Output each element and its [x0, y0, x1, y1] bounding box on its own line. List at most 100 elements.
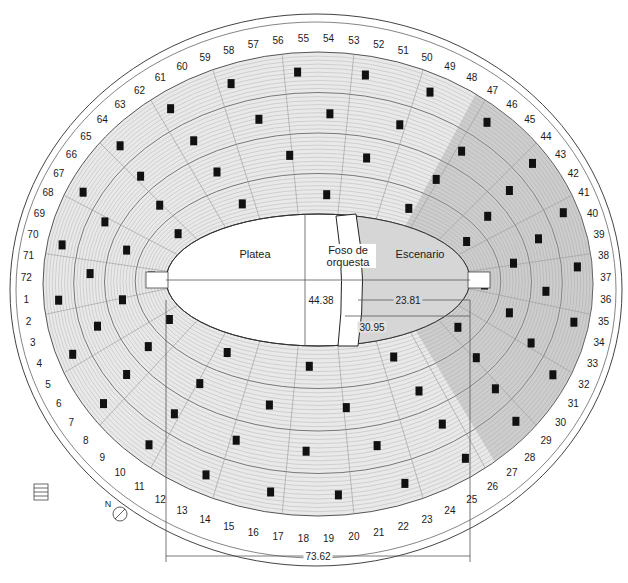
vomitorium: [463, 237, 470, 246]
radial-aisle: [100, 143, 198, 240]
gate-number: 11: [134, 481, 144, 492]
vomitorium: [401, 479, 408, 488]
vomitorium: [405, 204, 412, 213]
vomitorium: [529, 159, 536, 168]
vomitorium: [239, 199, 246, 208]
gate-number: 7: [69, 417, 75, 428]
radial-aisle: [338, 345, 354, 514]
gate-number: 31: [568, 398, 579, 409]
gate-number: 60: [177, 61, 188, 72]
vomitorium: [228, 79, 235, 88]
gate-number: 55: [298, 33, 309, 44]
gate-number: 25: [466, 493, 477, 504]
compass-letter: N: [105, 500, 112, 510]
extension-line: [166, 300, 167, 562]
gate-number: 16: [248, 527, 259, 538]
vomitorium: [484, 212, 491, 221]
gate-number: 35: [598, 315, 609, 326]
vomitorium: [439, 420, 446, 429]
gate-number: 18: [298, 532, 309, 543]
vomitorium: [326, 109, 333, 118]
radial-aisle: [376, 341, 423, 498]
gate-number: 28: [524, 451, 535, 462]
gate-number: 64: [97, 114, 108, 125]
radial-aisle: [100, 320, 198, 425]
gate-number: 41: [578, 187, 589, 198]
area-label: Foso de orquesta: [320, 244, 376, 268]
vomitorium: [167, 104, 174, 113]
vomitorium: [156, 201, 163, 210]
gate-number: 21: [373, 527, 384, 538]
gate-number: 56: [273, 35, 284, 46]
gate-number: 44: [541, 130, 552, 141]
gate-number: 33: [587, 358, 598, 369]
area-label: Platea: [239, 248, 270, 260]
dimension: 44.38: [306, 295, 335, 306]
radial-aisle: [45, 289, 167, 315]
gate-number: 4: [37, 358, 43, 369]
vomitorium: [100, 399, 107, 408]
gate-number: 68: [43, 187, 54, 198]
gate-number: 19: [323, 532, 334, 543]
radial-aisle: [45, 254, 167, 272]
gate-number: 66: [66, 148, 77, 159]
dimension: 73.62: [303, 551, 332, 562]
vomitorium: [462, 454, 469, 463]
gate-number: 13: [177, 504, 188, 515]
vomitorium: [87, 269, 94, 278]
vomitorium: [335, 490, 342, 499]
gate-number: 30: [555, 417, 566, 428]
vomitorium: [59, 240, 66, 249]
vomitorium: [510, 259, 517, 268]
gate-number: 14: [199, 514, 210, 525]
vomitorium: [454, 323, 461, 332]
vomitorium: [343, 403, 350, 412]
vomitorium: [323, 190, 330, 199]
gate-number: 47: [487, 84, 498, 95]
gate-number: 61: [155, 72, 166, 83]
arena-outline: [166, 214, 470, 346]
vomitorium: [267, 488, 274, 497]
vomitorium: [166, 315, 173, 324]
vomitorium: [303, 447, 310, 456]
vomitorium: [492, 384, 499, 393]
extension-line: [470, 300, 471, 562]
dimension: 23.81: [393, 295, 422, 306]
gate-number: 46: [506, 98, 517, 109]
gate-number: 40: [587, 207, 598, 218]
vomitorium: [233, 436, 240, 445]
gate-number: 3: [30, 337, 36, 348]
vomitorium: [427, 88, 434, 97]
vomitorium: [123, 370, 130, 379]
entrance: [468, 272, 490, 288]
gate-number: 54: [323, 33, 334, 44]
vomitorium: [535, 234, 542, 243]
gate-number: 42: [568, 167, 579, 178]
vomitorium: [433, 175, 440, 184]
radial-aisle: [213, 70, 260, 219]
gate-number: 12: [155, 493, 166, 504]
gate-number: 29: [541, 435, 552, 446]
vomitorium: [512, 417, 519, 426]
gate-number: 34: [594, 337, 605, 348]
vomitorium: [123, 246, 130, 255]
outer-wall: [10, 14, 622, 566]
gate-number: 37: [600, 272, 611, 283]
gate-number: 1: [24, 293, 30, 304]
outer-wall-inner: [16, 22, 616, 558]
gate-number: 63: [115, 98, 126, 109]
gate-number: 65: [80, 130, 91, 141]
vomitorium: [294, 68, 301, 77]
vomitorium: [255, 115, 262, 124]
vomitorium: [175, 229, 182, 238]
vomitorium: [542, 287, 549, 296]
gate-number: 45: [524, 114, 535, 125]
gate-number: 50: [421, 52, 432, 63]
gate-number: 9: [99, 451, 105, 462]
radial-aisle: [64, 305, 178, 373]
gate-number: 15: [223, 521, 234, 532]
vomitorium: [146, 440, 153, 449]
vomitorium: [214, 168, 221, 177]
gate-number: 71: [23, 250, 34, 261]
